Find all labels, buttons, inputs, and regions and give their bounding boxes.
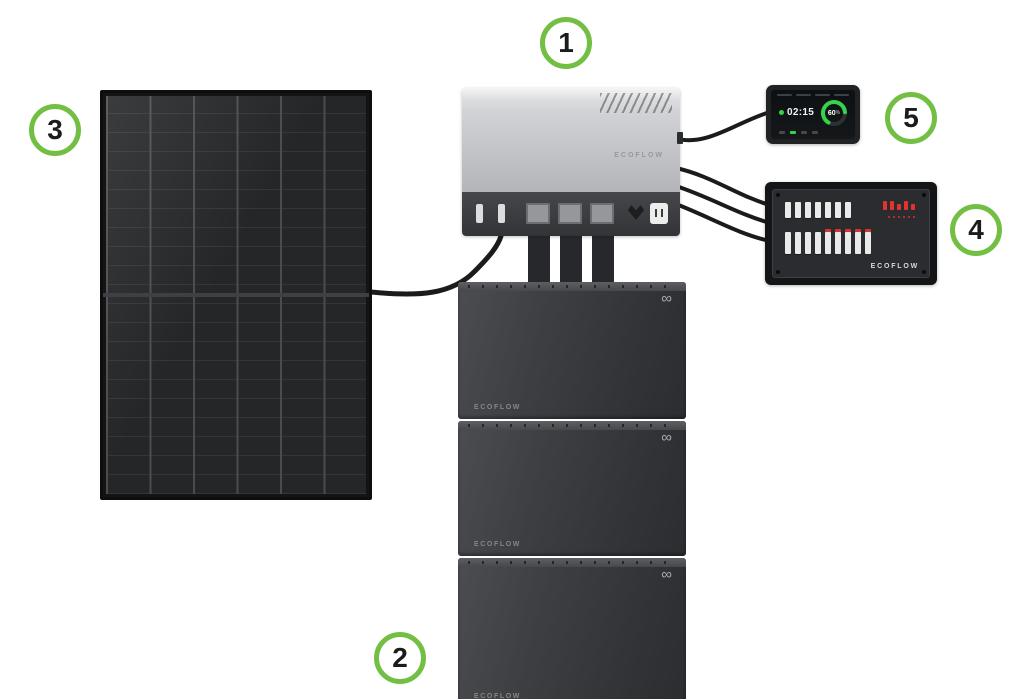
infinity-icon: ∞ xyxy=(661,290,672,307)
screw-icon xyxy=(922,270,926,274)
monitor-screen: 02:15 60% xyxy=(771,90,855,139)
cable-inverter-to-panel-2 xyxy=(674,184,772,225)
callout-number: 5 xyxy=(903,102,919,133)
screw-strip xyxy=(468,424,676,427)
battery-brand: ECOFLOW xyxy=(474,404,521,411)
power-hub-port-strip xyxy=(462,192,680,236)
callout-3-solar: 3 xyxy=(29,104,81,156)
screw-icon xyxy=(922,193,926,197)
battery-port xyxy=(590,203,614,224)
callout-2-battery: 2 xyxy=(374,632,426,684)
power-hub-top-edge xyxy=(462,88,680,102)
callout-5-monitor: 5 xyxy=(885,92,937,144)
battery-brand: ECOFLOW xyxy=(474,693,521,699)
ribbon-cable-3 xyxy=(592,228,614,286)
callout-4-panel: 4 xyxy=(950,204,1002,256)
led-indicator-dots xyxy=(888,216,915,218)
panel-brand: ECOFLOW xyxy=(870,263,919,270)
led-display xyxy=(883,201,915,210)
battery-percent-unit: % xyxy=(835,110,841,116)
ribbon-cable-2 xyxy=(560,228,582,286)
infinity-icon: ∞ xyxy=(661,566,672,583)
cable-inverter-to-panel-3 xyxy=(674,202,772,243)
callout-number: 1 xyxy=(558,27,574,58)
battery-module: ∞ ECOFLOW xyxy=(458,558,686,699)
remaining-time: 02:15 xyxy=(779,107,814,118)
infinity-icon: ∞ xyxy=(661,429,672,446)
solar-input-port xyxy=(498,204,505,223)
power-hub: ECOFLOW xyxy=(462,88,683,236)
brand-emblem-icon xyxy=(628,205,644,220)
callout-1-inverter: 1 xyxy=(540,17,592,69)
side-connector xyxy=(677,132,683,144)
callout-number: 3 xyxy=(47,114,63,145)
status-bar xyxy=(777,94,849,97)
distribution-panel-face: ECOFLOW xyxy=(772,189,930,278)
screw-icon xyxy=(776,270,780,274)
battery-port xyxy=(526,203,550,224)
breaker-row xyxy=(785,202,851,218)
solar-mid-rail xyxy=(103,292,369,297)
screw-icon xyxy=(776,193,780,197)
power-hub-brand: ECOFLOW xyxy=(614,152,664,159)
screw-strip xyxy=(468,285,676,288)
battery-port xyxy=(558,203,582,224)
time-value: 02:15 xyxy=(787,107,815,118)
callout-number: 2 xyxy=(392,642,408,673)
battery-percent-value: 60 xyxy=(827,109,836,117)
battery-module: ∞ ECOFLOW xyxy=(458,421,686,556)
battery-module-top xyxy=(458,282,686,291)
ribbon-cable-1 xyxy=(528,228,550,286)
solar-panel xyxy=(100,90,372,500)
vent-grille-icon xyxy=(600,93,672,113)
screw-strip xyxy=(468,561,676,564)
power-hub-body: ECOFLOW xyxy=(462,88,680,192)
cable-inverter-to-panel-1 xyxy=(674,166,772,207)
battery-gauge-ring xyxy=(821,100,847,126)
solar-input-port xyxy=(476,204,483,223)
battery-percent: 60% xyxy=(819,98,849,128)
monitor-display: 02:15 60% xyxy=(766,85,860,144)
distribution-panel: ECOFLOW xyxy=(765,182,937,285)
battery-module-top xyxy=(458,421,686,430)
callout-number: 4 xyxy=(968,214,984,245)
battery-brand: ECOFLOW xyxy=(474,541,521,548)
breaker-row xyxy=(785,232,871,254)
charge-time-icon xyxy=(779,110,784,115)
ac-outlet xyxy=(650,203,668,224)
battery-module: ∞ ECOFLOW xyxy=(458,282,686,419)
stats-row xyxy=(779,131,818,134)
battery-module-top xyxy=(458,558,686,567)
cable-inverter-to-monitor xyxy=(672,110,772,143)
